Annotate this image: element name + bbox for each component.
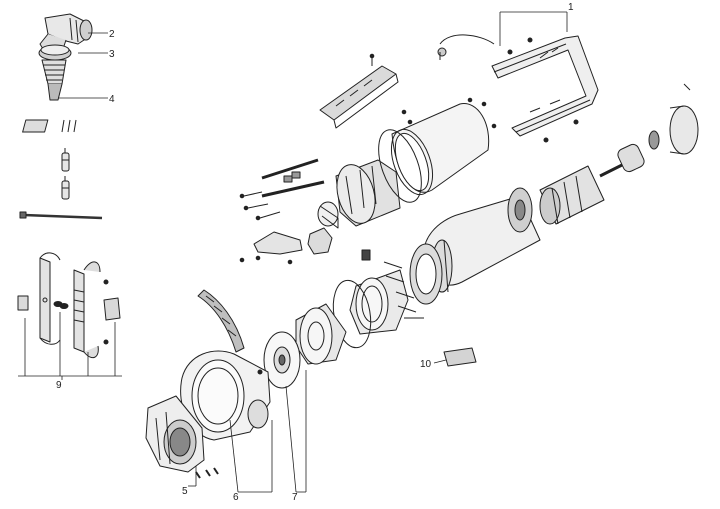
clamp-bracket-left <box>17 252 61 345</box>
motor-housing <box>390 103 490 196</box>
callout-4: 4 <box>109 94 115 105</box>
callout-leaders-bottom <box>188 359 447 493</box>
motor-end-cap <box>335 159 401 227</box>
callout-2: 2 <box>109 29 115 40</box>
diffuser-ring <box>409 243 443 305</box>
cover-screws <box>195 467 219 479</box>
end-cover <box>669 83 699 155</box>
callout-5: 5 <box>182 486 188 497</box>
small-clip <box>361 249 371 261</box>
stator-pins <box>383 261 424 319</box>
clamp-screws <box>53 301 69 309</box>
plug-cylinder <box>317 201 339 229</box>
pin-screws <box>239 191 281 221</box>
wire-connector-1 <box>61 148 70 172</box>
callout-9: 9 <box>56 380 62 391</box>
pump-housing <box>180 350 271 441</box>
cable-gland-plug <box>437 34 495 60</box>
o-ring-large <box>378 129 422 203</box>
hose-adapter-ring <box>38 44 72 61</box>
callout-7: 7 <box>292 492 298 503</box>
shaft-pins <box>261 158 325 198</box>
callout-leaders-left <box>58 32 108 99</box>
clamp-bracket-right <box>73 261 109 359</box>
cable-tie <box>19 211 103 220</box>
pump-chamber <box>349 269 409 335</box>
handle-screws <box>507 37 579 143</box>
hose-elbow-fitting <box>39 13 93 55</box>
mounting-bracket <box>239 231 303 265</box>
carry-handle <box>491 35 599 137</box>
front-cover <box>145 395 205 473</box>
control-board <box>319 65 399 129</box>
callout-1: 1 <box>568 2 574 13</box>
seal-disc <box>263 331 301 389</box>
wire-connector-2 <box>61 176 70 200</box>
filter-strip <box>197 289 245 353</box>
callout-3: 3 <box>109 49 115 60</box>
callout-10: 10 <box>420 359 432 370</box>
motor-shaft <box>599 130 660 178</box>
callout-6: 6 <box>233 492 239 503</box>
label-plate <box>443 347 477 367</box>
impeller <box>295 303 347 365</box>
callout-leader-1 <box>499 11 568 46</box>
motor-rotor <box>539 165 605 225</box>
clamp-block <box>103 297 121 321</box>
connector-housing <box>307 227 333 255</box>
callout-leaders-9 <box>18 312 122 380</box>
fan-disc <box>507 187 533 233</box>
terminal-block <box>22 119 77 133</box>
hose-nozzle <box>41 59 67 101</box>
